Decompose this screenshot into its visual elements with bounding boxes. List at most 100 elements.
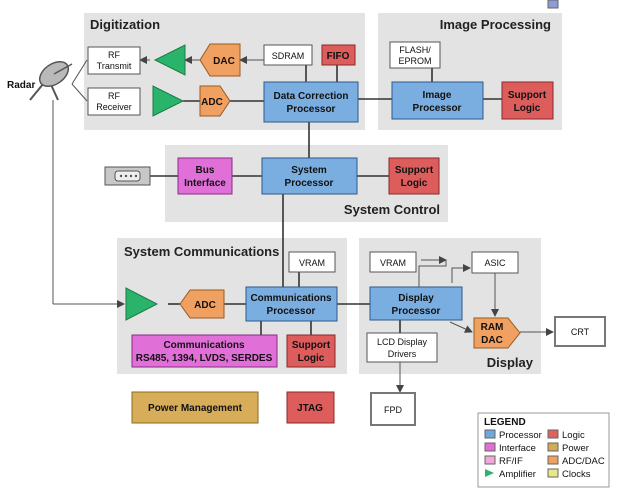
section-title-digitization: Digitization (90, 17, 160, 32)
bus-interface-line2: Interface (184, 178, 226, 189)
fpd-label: FPD (384, 405, 403, 415)
support-logic-system-block: Support Logic (388, 157, 440, 195)
legend-swatch-interface (484, 442, 496, 452)
ram-dac-line2: DAC (481, 335, 503, 346)
system-processor-line1: System (291, 165, 327, 176)
ram-dac-block: RAM DAC (473, 317, 521, 349)
arrow-connections (52, 56, 554, 393)
rf-transmit-line1: RF (108, 50, 120, 60)
amplifier-transmit-icon (153, 44, 186, 76)
asic-block: ASIC (471, 251, 519, 274)
legend-label-power: Power (562, 443, 589, 454)
legend-swatch-clocks (547, 468, 559, 478)
bus-interface-line1: Bus (196, 165, 215, 176)
comm-processor-block: Communications Processor (245, 286, 338, 322)
serial-connector-icon (104, 166, 151, 186)
lcd-drivers-line1: LCD Display (377, 337, 428, 347)
sdram-block: SDRAM (263, 44, 313, 66)
vram-display-block: VRAM (369, 251, 417, 273)
legend-swatch-amplifier (485, 469, 494, 477)
amplifier-receive-icon (152, 85, 185, 117)
section-title-display: Display (487, 355, 534, 370)
support-logic-image-block: Support Logic (501, 81, 554, 120)
rf-receiver-block: RF Receiver (87, 87, 141, 116)
sdram-label: SDRAM (272, 51, 305, 61)
bus-interface-block: Bus Interface (177, 157, 233, 195)
crt-block: CRT (554, 316, 606, 347)
amplifier-comm-icon (125, 287, 159, 321)
jtag-block: JTAG (286, 391, 335, 424)
legend-swatch-logic (547, 429, 559, 439)
legend-swatch-power (547, 442, 559, 452)
support-logic-comm-line2: Logic (298, 353, 325, 364)
power-management-label: Power Management (148, 403, 243, 414)
connections (150, 65, 502, 335)
adc-top-block: ADC (199, 85, 231, 117)
display-processor-line2: Processor (392, 306, 441, 317)
support-logic-image-line1: Support (508, 90, 547, 101)
communications-line1: Communications (163, 340, 245, 351)
legend-swatch-rf-if (484, 455, 496, 465)
image-processor-line2: Processor (413, 103, 462, 114)
section-title-image-processing: Image Processing (440, 17, 551, 32)
system-processor-block: System Processor (261, 157, 358, 195)
adc-comm-block: ADC (179, 289, 225, 319)
legend-label-processor: Processor (499, 430, 542, 441)
support-logic-image-line2: Logic (514, 103, 541, 114)
section-title-system-control: System Control (344, 202, 440, 217)
legend-label-logic: Logic (562, 430, 585, 441)
fifo-label: FIFO (327, 51, 350, 62)
fifo-block: FIFO (321, 44, 356, 66)
system-processor-line2: Processor (285, 178, 334, 189)
vram-comm-block: VRAM (288, 251, 336, 273)
radar-dish-icon (29, 60, 73, 101)
image-processor-line1: Image (423, 90, 452, 101)
legend-label-interface: Interface (499, 443, 536, 454)
legend-label-other: Other (562, 0, 586, 3)
crt-label: CRT (571, 327, 590, 337)
legend-swatch-other (547, 0, 559, 9)
lcd-drivers-block: LCD Display Drivers (366, 332, 438, 363)
legend-label-rf-if: RF/IF (499, 456, 523, 467)
image-processor-block: Image Processor (391, 81, 484, 120)
support-logic-system-line2: Logic (401, 178, 428, 189)
ram-dac-line1: RAM (481, 322, 504, 333)
rf-receiver-line1: RF (108, 91, 120, 101)
dac-top-label: DAC (213, 56, 235, 67)
radar-label: Radar (7, 80, 35, 91)
support-logic-comm-block: Support Logic (286, 334, 336, 368)
comm-processor-line1: Communications (250, 293, 332, 304)
power-management-block: Power Management (131, 391, 259, 424)
communications-interface-block: Communications RS485, 1394, LVDS, SERDES (131, 334, 278, 368)
flash-eprom-block: FLASH/ EPROM (389, 41, 441, 69)
support-logic-system-line1: Support (395, 165, 434, 176)
legend-label-clocks: Clocks (562, 469, 591, 480)
display-processor-block: Display Processor (369, 286, 463, 321)
adc-comm-label: ADC (194, 300, 216, 311)
fpd-block: FPD (370, 392, 416, 426)
data-correction-line1: Data Correction (273, 91, 348, 102)
vram-comm-label: VRAM (299, 258, 325, 268)
vram-display-label: VRAM (380, 258, 406, 268)
legend-title: LEGEND (484, 417, 526, 428)
legend-swatch-adc-dac (547, 455, 559, 465)
adc-top-label: ADC (201, 97, 223, 108)
support-logic-comm-line1: Support (292, 340, 331, 351)
data-correction-processor-block: Data Correction Processor (263, 81, 359, 123)
asic-label: ASIC (484, 258, 506, 268)
legend-swatch-processor (484, 429, 496, 439)
rf-receiver-line2: Receiver (96, 102, 132, 112)
flash-eprom-line2: EPROM (398, 56, 431, 66)
flash-eprom-line1: FLASH/ (399, 45, 431, 55)
data-correction-line2: Processor (287, 104, 336, 115)
dac-top-block: DAC (199, 43, 241, 77)
communications-line2: RS485, 1394, LVDS, SERDES (136, 353, 273, 364)
legend-label-amplifier: Amplifier (499, 469, 536, 480)
rf-transmit-line2: Transmit (97, 61, 132, 71)
display-processor-line1: Display (398, 293, 434, 304)
rf-transmit-block: RF Transmit (87, 46, 141, 75)
legend-label-adc-dac: ADC/DAC (562, 456, 605, 467)
lcd-drivers-line2: Drivers (388, 349, 417, 359)
